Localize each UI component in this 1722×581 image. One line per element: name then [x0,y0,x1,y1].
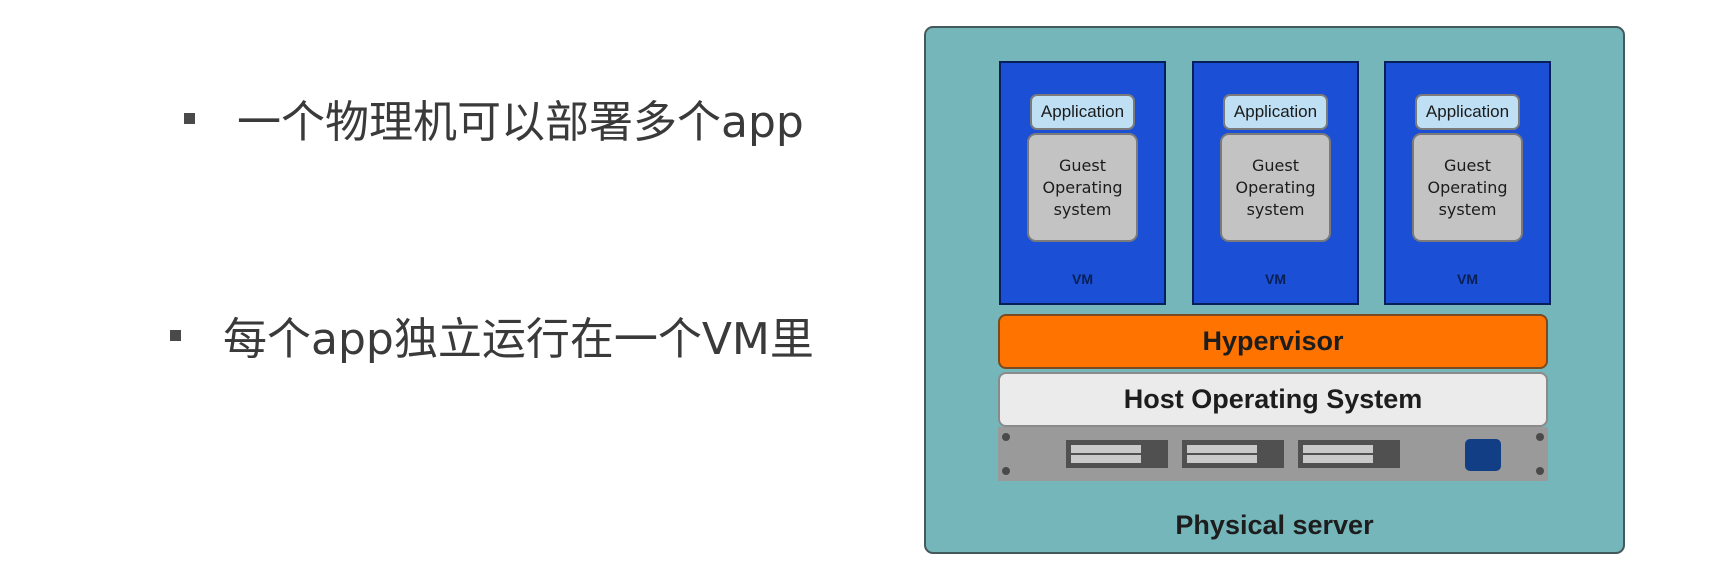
application-box: Application [1223,94,1328,130]
guest-os-box: Guest Operating system [1412,133,1523,242]
guest-os-box: Guest Operating system [1220,133,1331,242]
screw-icon [1536,433,1544,441]
power-button-icon [1465,439,1501,471]
bullet-marker [184,112,195,124]
bullet-text: 每个app独立运行在一个VM里 [223,314,814,365]
bullet-marker [170,329,181,341]
bullet-text: 一个物理机可以部署多个app [237,97,804,148]
physical-server-label: Physical server [1175,510,1374,540]
bullet-item: 一个物理机可以部署多个app [184,86,804,150]
application-box: Application [1030,94,1135,130]
vm-box: Application Guest Operating system VM [1384,61,1551,305]
drive-bay-icon [1298,440,1400,468]
application-box: Application [1415,94,1520,130]
vm-label: VM [1072,271,1093,287]
physical-server-diagram: Application Guest Operating system VM Ap… [924,26,1625,554]
vm-label: VM [1457,271,1478,287]
vm-box: Application Guest Operating system VM [999,61,1166,305]
vm-box: Application Guest Operating system VM [1192,61,1359,305]
guest-os-box: Guest Operating system [1027,133,1138,242]
host-os-layer: Host Operating System [998,372,1548,427]
vm-label: VM [1265,271,1286,287]
server-rack-icon [998,427,1548,481]
screw-icon [1536,467,1544,475]
screw-icon [1002,433,1010,441]
drive-bay-icon [1182,440,1284,468]
screw-icon [1002,467,1010,475]
drive-bay-icon [1066,440,1168,468]
hypervisor-layer: Hypervisor [998,314,1548,369]
bullet-item: 每个app独立运行在一个VM里 [170,303,814,367]
